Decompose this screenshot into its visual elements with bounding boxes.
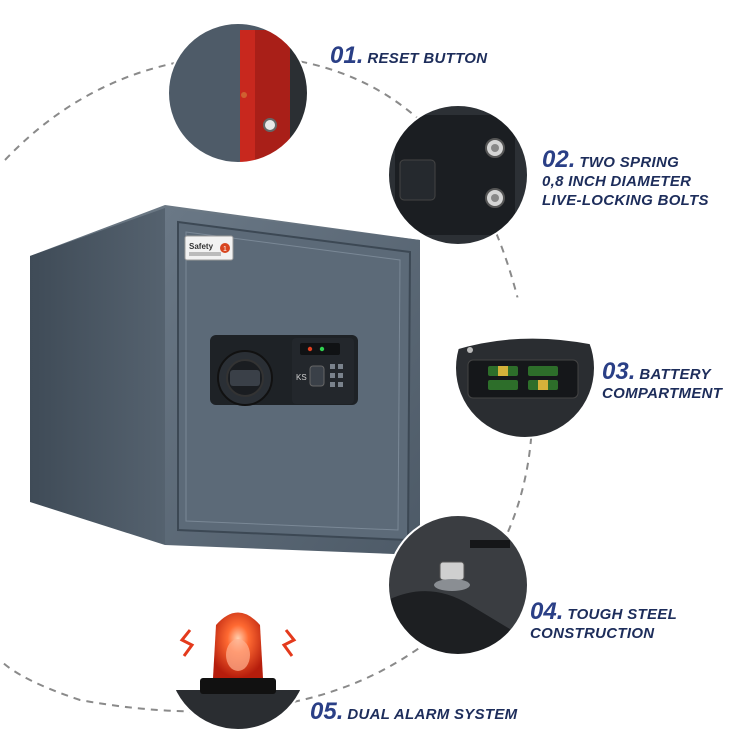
steel-bolt-icon xyxy=(439,561,465,581)
battery-icon xyxy=(488,366,558,390)
detail-alarm xyxy=(168,590,308,730)
feature-2-label: 02.TWO SPRING 0,8 INCH DIAMETER LIVE-LOC… xyxy=(542,146,709,210)
detail-battery xyxy=(455,298,595,438)
detail-steel xyxy=(388,515,528,655)
feature-1-label: 01.RESET BUTTON xyxy=(330,42,488,69)
sticker-brand: Safety xyxy=(189,242,214,251)
detail-reset-button xyxy=(168,23,308,163)
keypad-logo: KS xyxy=(296,373,307,382)
feature-4-label: 04.TOUGH STEEL CONSTRUCTION xyxy=(530,598,678,643)
reset-button-icon xyxy=(263,118,277,132)
safe-side xyxy=(30,208,165,545)
svg-text:1: 1 xyxy=(223,246,227,253)
sticker-mark-icon xyxy=(220,243,230,253)
feature-5-label: 05.DUAL ALARM SYSTEM xyxy=(310,698,518,725)
feature-3-label: 03.BATTERY COMPARTMENT xyxy=(602,358,723,403)
detail-locking-bolts xyxy=(388,105,528,245)
